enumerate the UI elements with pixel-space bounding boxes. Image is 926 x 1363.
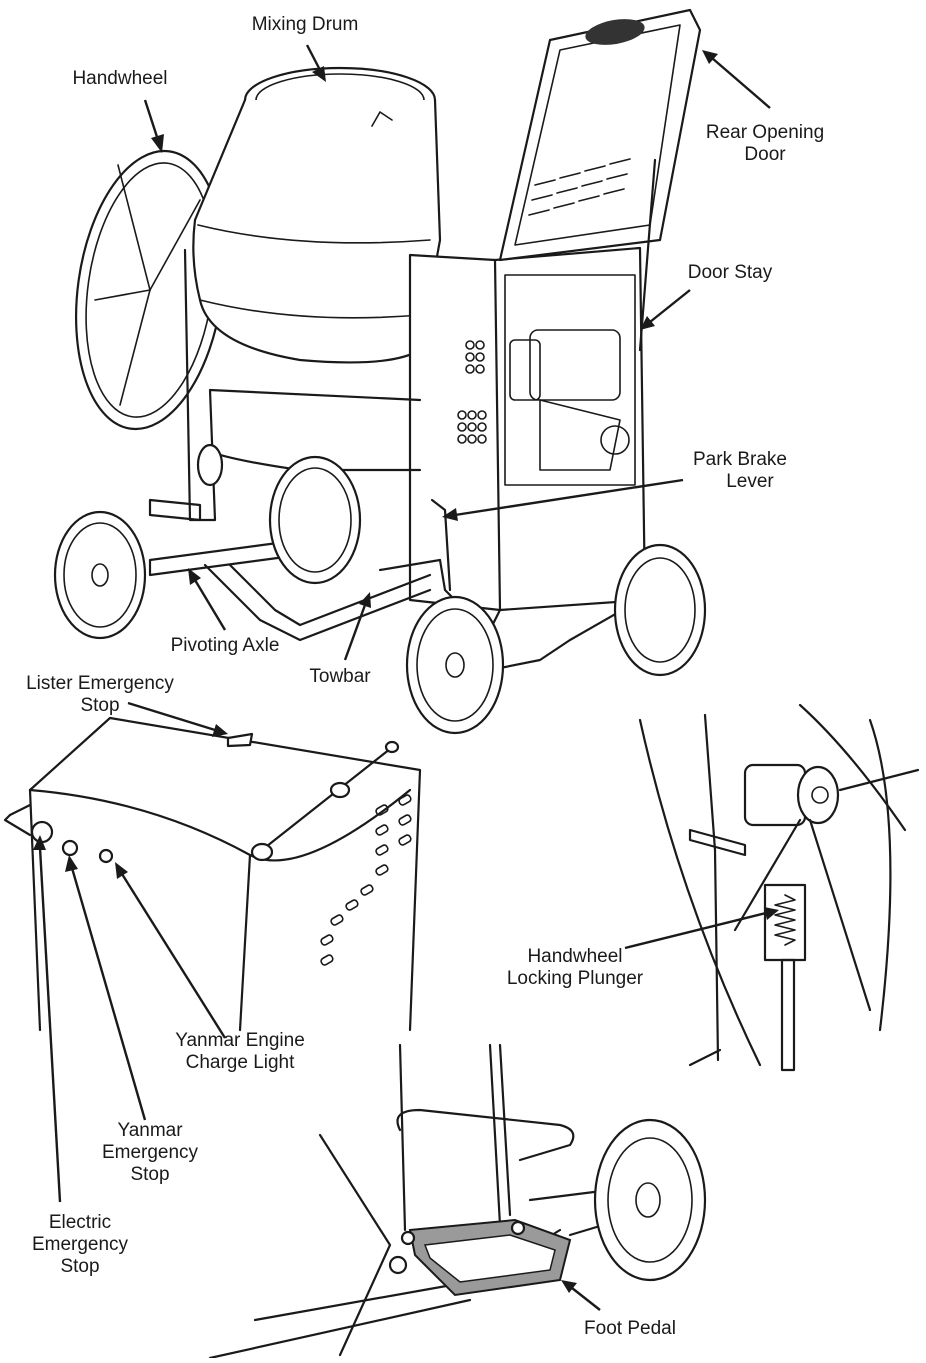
label-lister-emergency-stop: Lister Emergency Stop bbox=[0, 673, 200, 717]
label-towbar: Towbar bbox=[290, 666, 390, 688]
concrete-mixer-drawing bbox=[53, 8, 707, 735]
label-yanmar-engine-charge-light: Yanmar Engine Charge Light bbox=[145, 1030, 335, 1074]
label-text: Foot Pedal bbox=[584, 1318, 676, 1339]
label-door-stay: Door Stay bbox=[665, 262, 795, 284]
label-line: Lever bbox=[726, 471, 774, 492]
label-foot-pedal: Foot Pedal bbox=[555, 1318, 705, 1340]
label-line: Emergency bbox=[101, 1142, 199, 1163]
engine-housing-drawing bbox=[408, 246, 647, 612]
mixing-drum-drawing bbox=[192, 66, 442, 364]
rear-door-drawing bbox=[498, 8, 702, 352]
label-line: Electric bbox=[48, 1212, 112, 1233]
label-yanmar-emergency-stop: Yanmar Emergency Stop bbox=[80, 1120, 220, 1186]
label-line: Park Brake bbox=[693, 449, 787, 470]
label-handwheel-locking-plunger: Handwheel Locking Plunger bbox=[480, 946, 670, 990]
label-electric-emergency-stop: Electric Emergency Stop bbox=[10, 1212, 150, 1278]
label-line: Rear Opening bbox=[705, 122, 825, 143]
label-line: Stop bbox=[60, 1256, 100, 1277]
control-panel-drawing bbox=[3, 716, 422, 1032]
label-line: Yanmar bbox=[117, 1120, 183, 1141]
chassis-drawing bbox=[148, 248, 642, 672]
label-line: Emergency bbox=[31, 1234, 129, 1255]
label-line: Handwheel bbox=[527, 946, 623, 967]
label-line: Stop bbox=[80, 695, 120, 716]
label-handwheel: Handwheel bbox=[50, 68, 190, 90]
handwheel-lock-detail-drawing bbox=[638, 703, 920, 1072]
label-line: Lister Emergency bbox=[26, 673, 174, 694]
label-rear-opening-door: Rear Opening Door bbox=[690, 122, 840, 166]
label-line: Yanmar Engine bbox=[175, 1030, 305, 1051]
label-line: Locking Plunger bbox=[506, 968, 644, 989]
label-line: Door bbox=[744, 144, 786, 165]
wheels-drawing bbox=[53, 455, 707, 735]
label-text: Towbar bbox=[309, 666, 371, 687]
label-text: Pivoting Axle bbox=[170, 635, 280, 656]
callout-arrows bbox=[33, 44, 779, 1311]
label-text: Handwheel bbox=[72, 68, 168, 89]
label-park-brake-lever: Park Brake Lever bbox=[675, 449, 805, 493]
label-pivoting-axle: Pivoting Axle bbox=[150, 635, 300, 657]
label-line: Stop bbox=[130, 1164, 170, 1185]
label-mixing-drum: Mixing Drum bbox=[220, 14, 390, 36]
foot-pedal-detail-drawing bbox=[208, 1043, 707, 1360]
label-text: Mixing Drum bbox=[251, 14, 359, 35]
label-line: Charge Light bbox=[185, 1052, 295, 1073]
label-text: Door Stay bbox=[687, 262, 773, 283]
